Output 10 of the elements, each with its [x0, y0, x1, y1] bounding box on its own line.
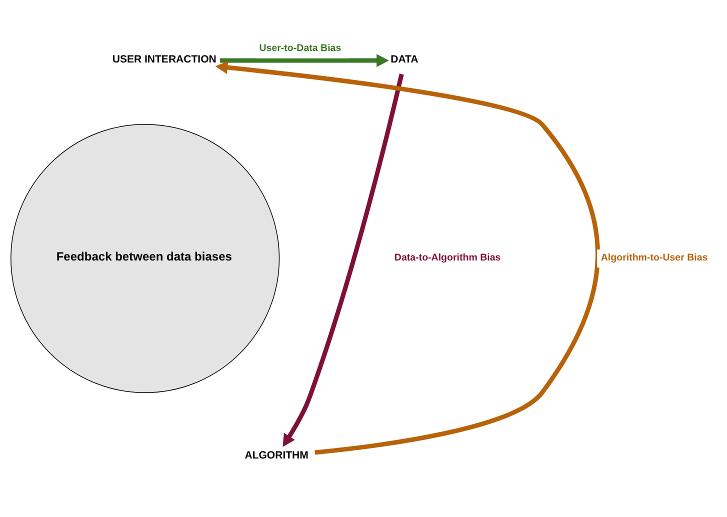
edge-label: User-to-Data Bias	[259, 43, 342, 54]
arrow	[215, 61, 600, 455]
edge-label: Algorithm-to-User Bias	[600, 252, 708, 264]
edge-label: Data-to-Algorithm Bias	[394, 252, 501, 264]
arrow	[220, 54, 389, 68]
node-text: DATA	[390, 54, 418, 66]
node-text: ALGORITHM	[244, 449, 308, 462]
node-text: USER INTERACTION	[112, 54, 216, 66]
arrow	[282, 74, 404, 447]
node-circle: Feedback between data biases	[10, 124, 280, 394]
